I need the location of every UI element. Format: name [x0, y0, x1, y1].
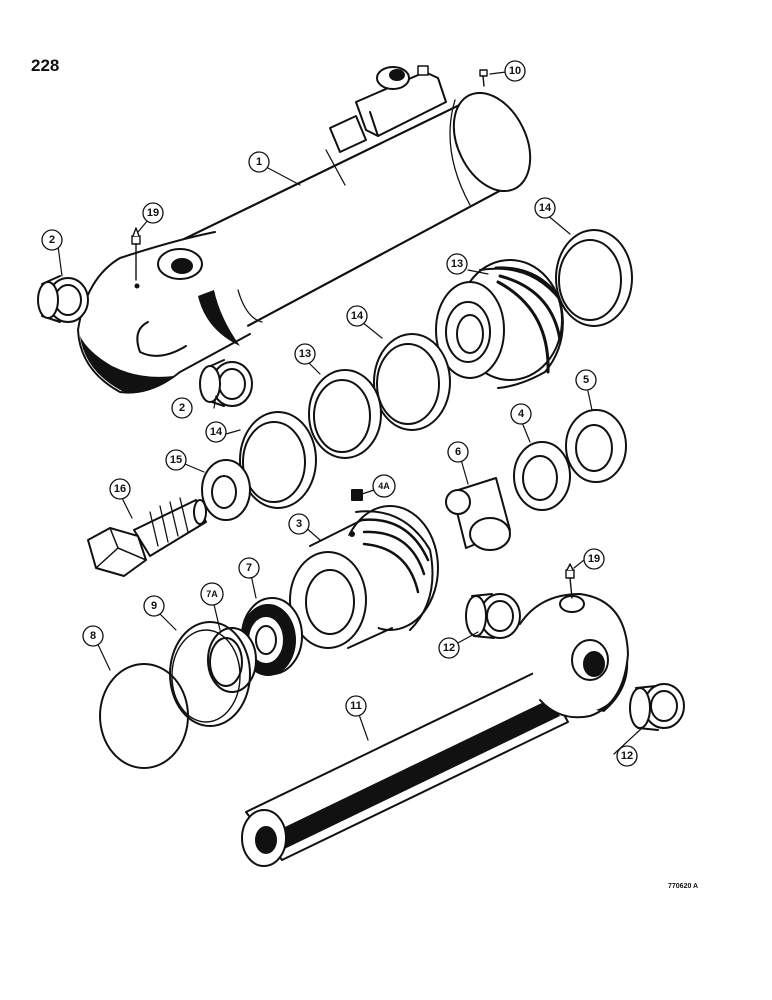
callout-16: 14	[205, 421, 227, 443]
callout-12a: 12	[438, 637, 460, 659]
piston-13	[435, 259, 568, 389]
svg-text:2: 2	[49, 234, 55, 246]
svg-text:5: 5	[583, 374, 589, 386]
cylinder-barrel	[77, 65, 532, 394]
svg-text:10: 10	[509, 65, 521, 77]
callout-14b: 14	[346, 305, 368, 327]
callout-19a: 19	[142, 202, 164, 224]
bushing-12b	[629, 683, 685, 731]
callout-2a: 2	[41, 229, 63, 251]
svg-text:7: 7	[246, 562, 252, 574]
grease-fitting-top	[131, 227, 141, 281]
seal-15	[308, 369, 382, 459]
page-number: 228	[31, 56, 60, 75]
callout-3: 3	[288, 513, 310, 535]
figure-code: 770620 A	[668, 883, 699, 890]
backup-ring-7a	[207, 627, 257, 693]
grease-fitting-rod	[565, 563, 575, 599]
washer-17	[201, 459, 251, 521]
callout-12b: 12	[616, 745, 638, 767]
svg-text:14: 14	[539, 202, 552, 214]
callout-1: 1	[248, 151, 270, 173]
set-screw-4a	[351, 489, 363, 501]
svg-text:3: 3	[296, 518, 302, 530]
o-ring-8	[99, 663, 189, 769]
callout-2b: 2	[171, 397, 193, 419]
svg-text:8: 8	[90, 630, 96, 642]
callout-8: 8	[82, 625, 104, 647]
callout-4: 4	[510, 403, 532, 425]
callout-10: 10	[504, 60, 526, 82]
piston-rod-11	[241, 593, 629, 867]
svg-text:9: 9	[151, 600, 157, 612]
bushing-2a	[37, 275, 89, 323]
svg-text:11: 11	[350, 700, 362, 712]
callout-9: 9	[143, 595, 165, 617]
wear-ring-14b	[373, 333, 451, 431]
wear-ring-14a	[555, 229, 633, 327]
bushing-6	[445, 477, 511, 551]
callout-7a: 7A	[200, 582, 224, 606]
callout-6: 6	[447, 441, 469, 463]
svg-text:13: 13	[299, 348, 311, 360]
bushing-12a	[465, 593, 521, 639]
callout-13: 13	[446, 253, 468, 275]
svg-text:16: 16	[114, 483, 126, 495]
svg-text:13: 13	[451, 258, 463, 270]
svg-text:7A: 7A	[206, 589, 218, 599]
seal-16	[239, 411, 317, 509]
callout-19b: 19	[583, 548, 605, 570]
svg-text:15: 15	[170, 454, 182, 466]
callout-14a: 14	[534, 197, 556, 219]
seal-4	[513, 441, 571, 511]
callout-11: 11	[345, 695, 367, 717]
svg-text:14: 14	[351, 310, 364, 322]
callout-7: 7	[238, 557, 260, 579]
svg-text:19: 19	[147, 207, 159, 219]
bolt-18	[87, 497, 207, 577]
bushing-2b	[199, 359, 253, 407]
screw-10	[479, 69, 488, 87]
callout-18: 16	[109, 478, 131, 500]
wiper-5	[565, 409, 627, 483]
callout-4a: 4A	[372, 474, 396, 498]
svg-text:12: 12	[621, 750, 633, 762]
svg-text:14: 14	[210, 426, 223, 438]
callout-17: 15	[165, 449, 187, 471]
svg-text:4: 4	[518, 408, 525, 420]
svg-text:4A: 4A	[378, 481, 390, 491]
callout-5: 5	[575, 369, 597, 391]
svg-text:19: 19	[588, 553, 600, 565]
svg-text:1: 1	[256, 156, 262, 168]
callout-15: 13	[294, 343, 316, 365]
svg-text:6: 6	[455, 446, 461, 458]
svg-text:2: 2	[179, 402, 185, 414]
svg-text:12: 12	[443, 642, 455, 654]
rod-gland-3	[289, 505, 439, 649]
callouts: 1 2 19 10 13 14 14 13 14 15 16 2 3 4A 6 …	[41, 60, 638, 767]
